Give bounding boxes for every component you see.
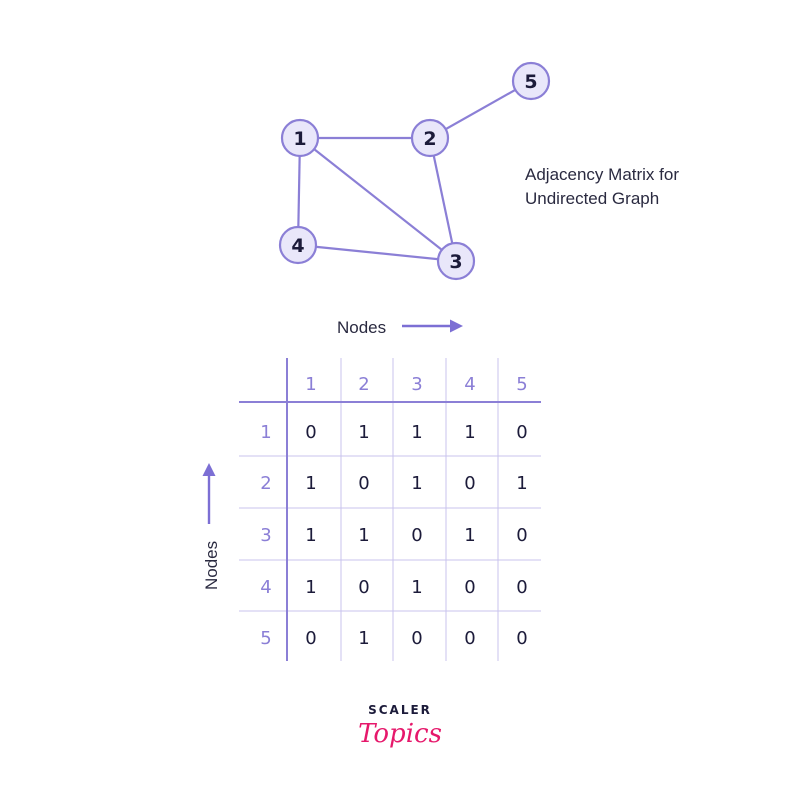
- matrix-cell-3-2: 1: [358, 525, 369, 546]
- matrix-cell-3-1: 1: [305, 525, 316, 546]
- graph-nodes: 1 2 3 4 5: [278, 61, 551, 281]
- matrix-cell-3-5: 0: [516, 525, 527, 546]
- scaler-topics-logo: SCALER Topics: [358, 703, 442, 749]
- matrix-cell-5-2: 1: [358, 628, 369, 649]
- matrix-cell-3-3: 0: [411, 525, 422, 546]
- matrix-cell-5-4: 0: [464, 628, 475, 649]
- matrix-headers: 1 2 3 4 5 1 2 3 4 5: [260, 374, 527, 649]
- edge-1-3: [299, 137, 457, 262]
- matrix-cells: 0 1 1 1 0 1 0 1 0 1 1 1 0 1 0 1 0 1 0 0 0 1 0 0 0: [305, 422, 527, 649]
- matrix-cell-4-1: 1: [305, 577, 316, 598]
- logo-scaler-text: SCALER: [368, 703, 432, 717]
- column-header-4: 4: [464, 374, 475, 395]
- matrix-cell-4-5: 0: [516, 577, 527, 598]
- matrix-cell-5-1: 0: [305, 628, 316, 649]
- node-3-label: 3: [449, 251, 462, 273]
- graph-edges: [296, 80, 532, 263]
- node-1-circle: [280, 118, 320, 158]
- matrix-cell-1-5: 0: [516, 422, 527, 443]
- matrix-cell-2-5: 1: [516, 473, 527, 494]
- column-header-5: 5: [516, 374, 527, 395]
- matrix-cell-2-1: 1: [305, 473, 316, 494]
- caption-line-1: Adjacency Matrix for: [525, 165, 679, 184]
- matrix-cell-1-1: 0: [305, 422, 316, 443]
- matrix-cell-1-4: 1: [464, 422, 475, 443]
- row-header-4: 4: [260, 577, 271, 598]
- node-1-label: 1: [293, 128, 306, 150]
- matrix-cell-4-3: 1: [411, 577, 422, 598]
- column-header-1: 1: [305, 374, 316, 395]
- edge-2-3: [428, 137, 458, 262]
- matrix-cell-1-2: 1: [358, 422, 369, 443]
- row-header-5: 5: [260, 628, 271, 649]
- matrix-cell-2-2: 0: [358, 473, 369, 494]
- caption-line-2: Undirected Graph: [525, 189, 659, 208]
- column-header-2: 2: [358, 374, 369, 395]
- node-5-label: 5: [524, 71, 537, 93]
- matrix-cell-4-2: 0: [358, 577, 369, 598]
- column-axis-label: Nodes: [337, 318, 386, 337]
- matrix-cell-1-3: 1: [411, 422, 422, 443]
- matrix-cell-4-4: 0: [464, 577, 475, 598]
- node-4-label: 4: [291, 235, 304, 257]
- row-header-2: 2: [260, 473, 271, 494]
- matrix-cell-2-3: 1: [411, 473, 422, 494]
- column-axis-arrow-head: [450, 319, 463, 333]
- row-axis-label: Nodes: [202, 541, 221, 590]
- matrix-cell-2-4: 0: [464, 473, 475, 494]
- row-axis-arrow-head: [202, 463, 216, 476]
- edge-3-4: [297, 243, 457, 263]
- matrix-cell-5-3: 0: [411, 628, 422, 649]
- row-header-1: 1: [260, 422, 271, 443]
- node-2-circle: [410, 118, 450, 158]
- node-3-circle: [436, 241, 476, 281]
- matrix-cell-3-4: 1: [464, 525, 475, 546]
- node-2-label: 2: [423, 128, 436, 150]
- node-5-circle: [511, 61, 551, 101]
- edge-2-5: [429, 80, 532, 139]
- logo-topics-text: Topics: [358, 719, 442, 749]
- matrix-cell-5-5: 0: [516, 628, 527, 649]
- node-4-circle: [278, 225, 318, 265]
- column-header-3: 3: [411, 374, 422, 395]
- matrix-grid: [239, 358, 541, 661]
- row-header-3: 3: [260, 525, 271, 546]
